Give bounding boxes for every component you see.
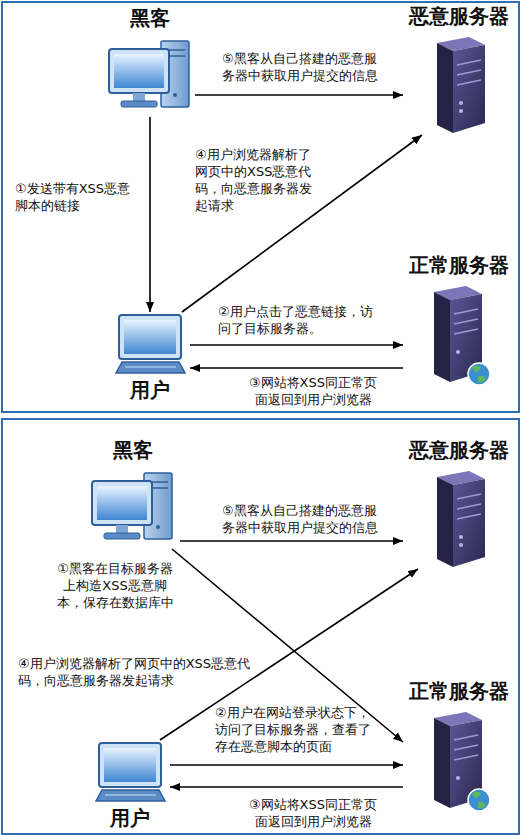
device-node: 正常服务器 [403, 678, 515, 814]
step-label: ④用户浏览器解析了网页中的XSS恶意代 码，向恶意服务器发起请求 [18, 655, 268, 689]
device-label: 正常服务器 [409, 252, 509, 278]
device-label: 黑客 [113, 437, 153, 463]
step-label: ⑤黑客从自己搭建的恶意服 务器中获取用户提交的信息 [222, 50, 402, 84]
arrow-connector [182, 135, 422, 312]
arrow-connector [180, 540, 403, 542]
device-icon [429, 35, 489, 135]
device-node: 用户 [90, 740, 170, 831]
step-label: ④用户浏览器解析了 网页中的XSS恶意代 码，向恶意服务器发 起请求 [195, 146, 330, 214]
step-label: ③网站将XSS同正常页 面返回到用户浏览器 [238, 796, 388, 830]
arrow-connector [170, 786, 403, 788]
step-label: ②用户在网站登录状态下， 访问了目标服务器，查看了 存在恶意脚本的页面 [215, 704, 390, 755]
device-icon [426, 710, 492, 814]
device-node: 恶意服务器 [403, 3, 515, 135]
device-node: 用户 [110, 312, 190, 403]
arrow-connector [190, 367, 403, 369]
arrow-connector [170, 764, 403, 766]
device-icon [429, 469, 489, 569]
device-node: 恶意服务器 [403, 437, 515, 569]
device-icon [93, 740, 168, 805]
device-label: 恶意服务器 [409, 437, 509, 463]
step-label: ①黑客在目标服务器 上构造XSS恶意脚 本，保存在数据库中 [50, 560, 180, 611]
step-label: ①发送带有XSS恶意 脚本的链接 [15, 180, 150, 214]
device-node: 黑客 [105, 5, 195, 117]
device-node: 黑客 [85, 437, 180, 549]
device-label: 黑客 [130, 5, 170, 31]
arrow-connector [190, 344, 403, 346]
device-icon [88, 469, 178, 549]
device-icon [113, 312, 188, 377]
step-label: ②用户点击了恶意链接，访 问了目标服务器。 [218, 303, 398, 337]
device-icon [105, 37, 195, 117]
device-label: 恶意服务器 [409, 3, 509, 29]
arrow-connector [195, 94, 403, 96]
device-label: 正常服务器 [409, 678, 509, 704]
device-label: 用户 [130, 377, 170, 403]
device-label: 用户 [110, 805, 150, 831]
arrow-connector [149, 117, 151, 312]
device-node: 正常服务器 [403, 252, 515, 388]
device-icon [426, 284, 492, 388]
step-label: ③网站将XSS同正常页 面返回到用户浏览器 [238, 374, 388, 408]
step-label: ⑤黑客从自己搭建的恶意服 务器中获取用户提交的信息 [222, 502, 402, 536]
